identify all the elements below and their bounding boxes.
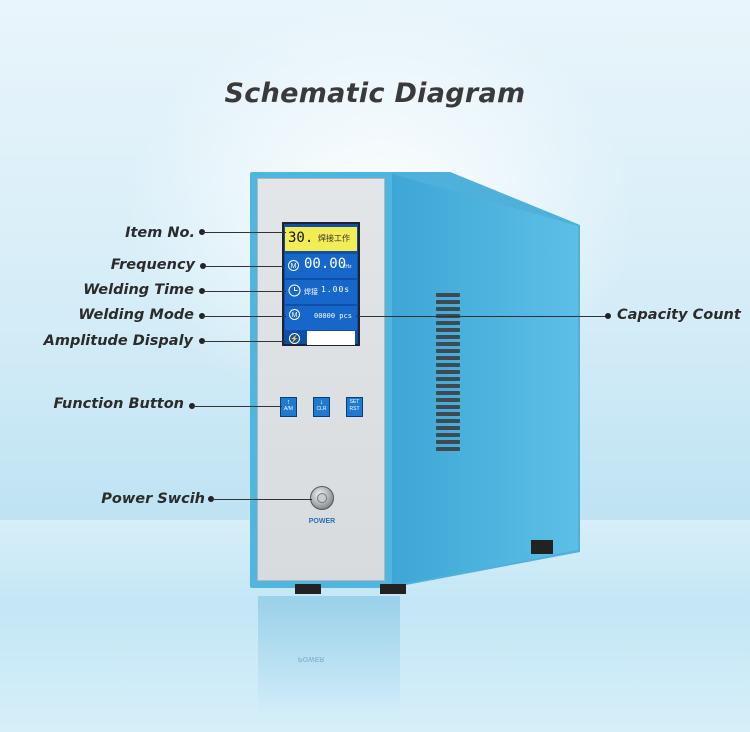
am-button-label: A/M (284, 406, 293, 412)
set-button[interactable]: SET RST (346, 397, 363, 417)
item-row (285, 227, 357, 251)
time-label: 焊接 (304, 289, 318, 296)
frequency-value: 00.00 (304, 256, 347, 272)
item-text: 焊接工作 (318, 234, 350, 243)
foot-front-left (295, 584, 321, 594)
frequency-unit: kHz (343, 264, 352, 270)
power-switch-center (317, 493, 327, 503)
callout-item-no: Item No. (125, 225, 195, 241)
frequency-icon: M (288, 260, 299, 271)
cabinet-body (250, 172, 580, 588)
diagram-title: Schematic Diagram (224, 78, 526, 109)
callout-line (202, 341, 286, 342)
foot-back-right (531, 540, 553, 554)
mode-icon: M (289, 309, 300, 320)
item-number: 30. (288, 230, 314, 246)
time-value: 1.00s (321, 285, 351, 294)
floor-reflection (258, 596, 400, 716)
clock-icon (288, 284, 301, 297)
set-button-arrow: SET (349, 399, 360, 405)
callout-line (203, 266, 285, 267)
count-value: 00000 pcs (314, 312, 352, 320)
reflection-label: POWER (298, 655, 325, 662)
amplitude-icon: ⚡ (289, 333, 300, 344)
callout-welding-mode: Welding Mode (78, 307, 194, 323)
amplitude-bar (307, 331, 355, 345)
callout-line (202, 316, 286, 317)
callout-line (202, 291, 286, 292)
callout-line (202, 232, 286, 233)
callout-line (356, 316, 608, 317)
callout-function-button: Function Button (53, 396, 184, 412)
callout-power-switch: Power Swcih (101, 491, 205, 507)
power-label: POWER (308, 518, 336, 525)
callout-frequency: Frequency (110, 257, 195, 273)
time-row (285, 280, 357, 304)
callout-line (211, 499, 312, 500)
callout-dot (605, 313, 611, 319)
set-button-label: RST (349, 406, 360, 412)
callout-line (192, 406, 282, 407)
am-button-arrow: ↑ (286, 399, 291, 406)
clr-button-arrow: ↓ (319, 399, 324, 406)
clr-button-label: CLR (316, 406, 327, 412)
am-button[interactable]: ↑ A/M (280, 397, 297, 417)
callout-welding-time: Welding Time (83, 282, 194, 298)
clr-button[interactable]: ↓ CLR (313, 397, 330, 417)
callout-capacity-count: Capacity Count (617, 307, 741, 323)
callout-amplitude: Amplitude Dispaly (43, 333, 193, 349)
foot-front-right (380, 584, 406, 594)
